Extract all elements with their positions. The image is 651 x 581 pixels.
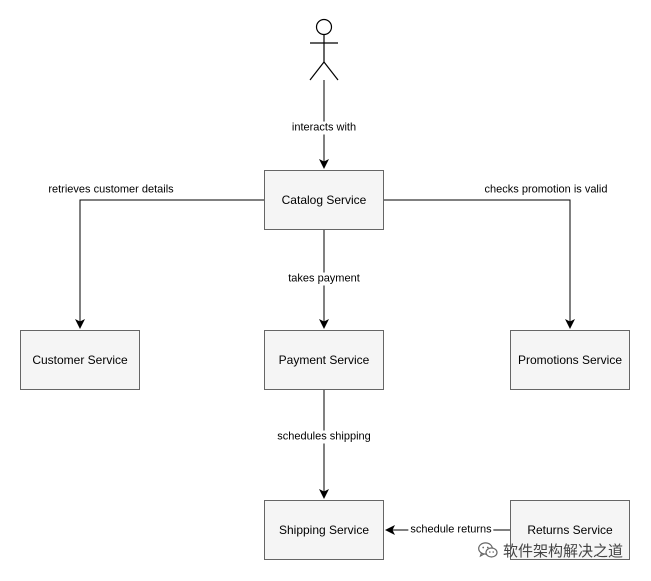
- node-shipping-label: Shipping Service: [278, 523, 370, 537]
- edge-catalog-to-customer: [75, 199, 264, 329]
- node-customer-service[interactable]: Customer Service: [20, 330, 140, 390]
- node-customer-label: Customer Service: [32, 353, 128, 367]
- node-payment-service[interactable]: Payment Service: [264, 330, 384, 390]
- edge-label-schedules-shipping: schedules shipping: [275, 430, 373, 444]
- node-returns-service[interactable]: Returns Service: [510, 500, 630, 560]
- node-promotions-label: Promotions Service: [517, 353, 623, 367]
- node-promotions-service[interactable]: Promotions Service: [510, 330, 630, 390]
- node-catalog-service[interactable]: Catalog Service: [264, 170, 384, 230]
- edge-catalog-to-promotions: [384, 199, 575, 329]
- node-returns-label: Returns Service: [527, 523, 613, 537]
- node-catalog-label: Catalog Service: [281, 193, 367, 207]
- edge-label-checks-promotion: checks promotion is valid: [482, 183, 610, 197]
- edge-label-interacts-with: interacts with: [289, 121, 359, 135]
- node-payment-label: Payment Service: [278, 353, 370, 367]
- edge-label-takes-payment: takes payment: [286, 272, 362, 286]
- watermark: 软件架构解决之道: [478, 540, 623, 561]
- node-shipping-service[interactable]: Shipping Service: [264, 500, 384, 560]
- watermark-text: 软件架构解决之道: [503, 542, 624, 560]
- edge-label-schedule-returns: schedule returns: [408, 523, 494, 537]
- edge-label-retrieves-customer-details: retrieves customer details: [46, 183, 176, 197]
- stick-figure-icon: [309, 18, 339, 81]
- wechat-icon: [478, 542, 498, 558]
